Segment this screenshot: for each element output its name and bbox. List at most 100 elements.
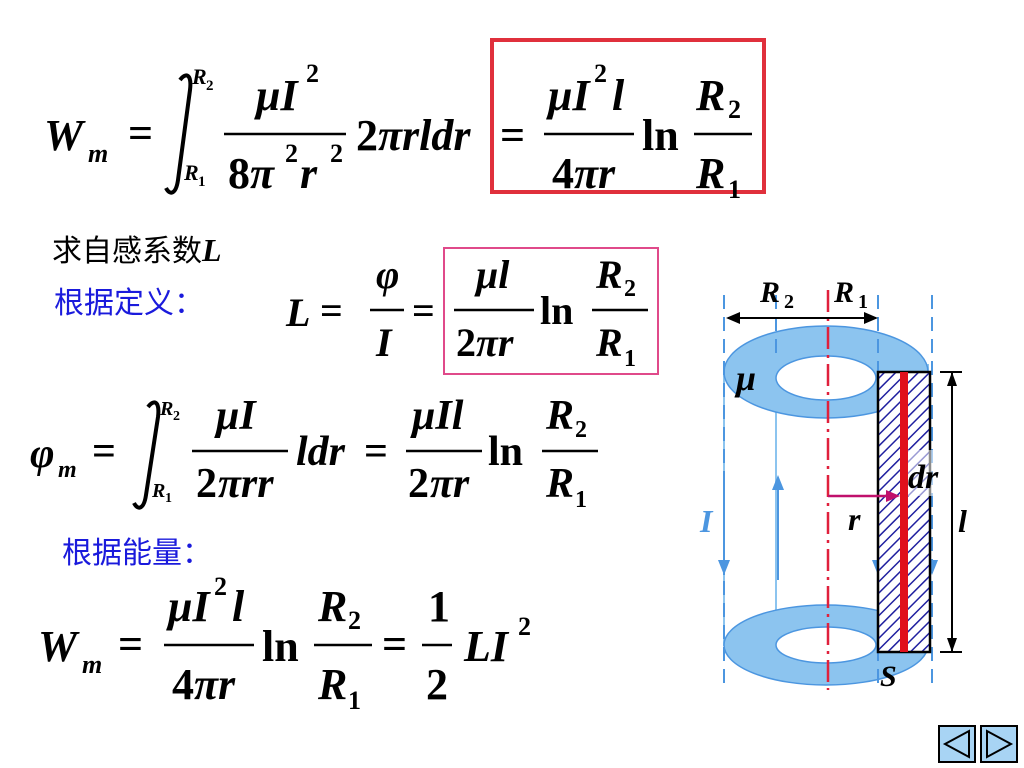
label-R1: R: [833, 276, 854, 309]
svg-text:ln: ln: [488, 429, 523, 475]
svg-text:2: 2: [518, 612, 531, 641]
svg-text:2: 2: [408, 461, 429, 507]
heading-self-inductance: 求自感系数L: [52, 226, 222, 270]
svg-text:πr: πr: [194, 660, 236, 709]
nav-next-button[interactable]: [980, 725, 1018, 763]
svg-text:ldr: ldr: [296, 429, 346, 475]
triangle-left-icon: [942, 729, 970, 759]
svg-text:2: 2: [330, 139, 343, 168]
svg-text:πr: πr: [476, 320, 514, 365]
label-R2-sub: 2: [784, 291, 794, 313]
svg-text:π: π: [250, 149, 275, 198]
svg-text:1: 1: [348, 686, 361, 715]
svg-text:R: R: [545, 393, 574, 439]
svg-text:R: R: [191, 64, 207, 89]
label-dr: dr: [908, 459, 939, 496]
svg-text:2: 2: [214, 575, 227, 601]
label-S: S: [880, 660, 897, 693]
svg-text:2: 2: [426, 660, 448, 709]
svg-text:πrr: πrr: [218, 461, 274, 507]
equation-energy-integral: W m = R 2 R 1 μI 2 8 π 2 r 2 2 πrldr = μ…: [44, 38, 766, 204]
svg-text:1: 1: [575, 487, 587, 513]
svg-text:μl: μl: [474, 252, 510, 297]
svg-text:=: =: [500, 111, 525, 160]
label-by-energy: 根据能量：: [62, 536, 212, 571]
svg-text:L: L: [285, 290, 310, 335]
svg-text:4: 4: [172, 660, 194, 709]
svg-text:R: R: [183, 160, 199, 185]
svg-text:πr: πr: [574, 149, 616, 198]
svg-text:LI: LI: [463, 622, 510, 671]
svg-text:2: 2: [206, 78, 214, 94]
svg-text:1: 1: [198, 174, 206, 190]
svg-text:R: R: [595, 320, 623, 365]
svg-text:ln: ln: [540, 288, 573, 333]
svg-text:l: l: [612, 71, 625, 120]
svg-text:R: R: [545, 461, 574, 507]
svg-text:=: =: [118, 620, 143, 669]
svg-text:2: 2: [285, 139, 298, 168]
svg-text:1: 1: [165, 491, 172, 506]
svg-text:2: 2: [456, 320, 476, 365]
svg-text:R: R: [595, 252, 623, 297]
svg-text:W: W: [44, 111, 86, 160]
svg-text:=: =: [382, 620, 407, 669]
svg-text:2: 2: [173, 409, 180, 424]
label-I: I: [699, 503, 714, 539]
svg-text:R: R: [695, 149, 725, 198]
svg-text:l: l: [232, 582, 245, 631]
svg-text:μIl: μIl: [410, 393, 464, 439]
svg-text:W: W: [38, 622, 80, 671]
svg-text:1: 1: [428, 582, 450, 631]
svg-text:R: R: [317, 582, 347, 631]
svg-text:=: =: [412, 288, 435, 333]
svg-text:R: R: [159, 398, 173, 420]
label-r: r: [848, 501, 861, 537]
nav-prev-button[interactable]: [938, 725, 976, 763]
svg-text:I: I: [375, 320, 393, 365]
svg-text:2: 2: [196, 461, 217, 507]
equation-flux-integral: φ m = R 2 R 1 μI 2 πrr ldr = μIl 2 πr ln…: [30, 393, 598, 513]
svg-text:8: 8: [228, 149, 250, 198]
svg-text:πr: πr: [430, 461, 470, 507]
svg-text:φ: φ: [30, 431, 55, 477]
svg-text:φ: φ: [376, 252, 399, 297]
svg-text:2: 2: [348, 606, 361, 635]
svg-text:m: m: [82, 650, 102, 679]
svg-text:=: =: [128, 109, 153, 158]
svg-text:R: R: [695, 71, 725, 120]
svg-text:m: m: [58, 457, 77, 483]
label-R1-sub: 1: [858, 291, 868, 313]
svg-text:ln: ln: [262, 622, 299, 671]
label-l: l: [958, 503, 967, 539]
svg-text:=: =: [364, 429, 388, 475]
heading-self-inductance-var: L: [202, 232, 222, 268]
svg-text:2: 2: [356, 111, 378, 160]
coaxial-cable-diagram: R 2 R 1 μ dr r I l S: [699, 276, 967, 693]
svg-text:πrldr: πrldr: [378, 111, 471, 160]
svg-text:μI: μI: [254, 71, 299, 120]
label-by-definition: 根据定义：: [54, 286, 204, 321]
svg-text:μI: μI: [214, 393, 257, 439]
svg-text:2: 2: [306, 59, 319, 88]
svg-text:2: 2: [575, 417, 587, 443]
triangle-right-icon: [986, 729, 1014, 759]
heading-self-inductance-text: 求自感系数: [52, 234, 202, 269]
svg-text:r: r: [300, 149, 318, 198]
svg-text:m: m: [88, 139, 108, 168]
svg-text:2: 2: [624, 276, 636, 302]
label-R2: R: [759, 276, 780, 309]
svg-text:=: =: [92, 429, 116, 475]
svg-text:=: =: [320, 288, 343, 333]
equation-energy-relation: W m = μI 2 l 4 πr ln R 2 R 1 = 1 2 LI 2: [38, 575, 531, 715]
label-mu: μ: [734, 358, 756, 398]
svg-text:ln: ln: [642, 111, 679, 160]
svg-text:μI: μI: [166, 582, 211, 631]
svg-text:R: R: [151, 480, 165, 502]
svg-text:2: 2: [594, 59, 607, 88]
svg-text:1: 1: [728, 175, 741, 204]
svg-text:2: 2: [728, 95, 741, 124]
svg-text:R: R: [317, 660, 347, 709]
equation-inductance-definition: L = φ I = μl 2 πr ln R 2 R 1: [285, 247, 659, 375]
svg-text:μI: μI: [546, 71, 591, 120]
